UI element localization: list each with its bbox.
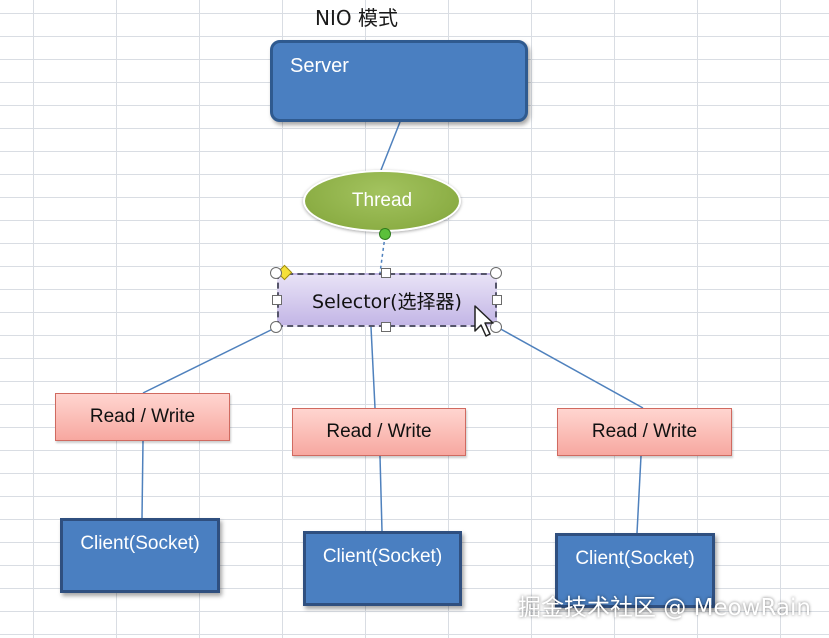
resize-handle-top-left[interactable] — [270, 267, 282, 279]
diagram-title: NIO 模式 — [315, 6, 398, 30]
watermark: 掘金技术社区 @ MeowRain — [517, 595, 811, 621]
selector-node[interactable]: Selector(选择器) — [277, 273, 497, 327]
read-write-node-2[interactable]: Read / Write — [292, 408, 466, 456]
client-socket-node-2[interactable]: Client(Socket) — [303, 531, 462, 606]
thread-node[interactable]: Thread — [303, 170, 461, 232]
resize-handle-bottom[interactable] — [381, 322, 391, 332]
resize-handle-top-right[interactable] — [490, 267, 502, 279]
resize-handle-bottom-left[interactable] — [270, 321, 282, 333]
selector-readwrite-1-connector — [142, 326, 278, 394]
rotate-handle[interactable] — [379, 228, 391, 240]
read-write-node-1[interactable]: Read / Write — [55, 393, 230, 441]
client-socket-node-3[interactable]: Client(Socket) — [555, 533, 715, 608]
selector-label: Selector(选择器) — [312, 290, 462, 313]
resize-handle-right[interactable] — [492, 295, 502, 305]
readwrite-client-2-connector — [379, 455, 383, 532]
thread-selector-connector — [379, 235, 386, 274]
client-label-3: Client(Socket) — [575, 548, 695, 569]
selector-readwrite-3-connector — [496, 326, 644, 409]
read-write-label-3: Read / Write — [591, 421, 698, 442]
readwrite-client-3-connector — [636, 455, 642, 534]
resize-handle-left[interactable] — [272, 295, 282, 305]
selector-readwrite-2-connector — [370, 326, 376, 409]
read-write-label-2: Read / Write — [326, 421, 432, 442]
client-label-2: Client(Socket) — [322, 546, 443, 567]
thread-label: Thread — [351, 190, 413, 211]
readwrite-client-1-connector — [141, 440, 144, 519]
resize-handle-bottom-right[interactable] — [490, 321, 502, 333]
mouse-cursor-icon — [474, 305, 494, 337]
client-socket-node-1[interactable]: Client(Socket) — [60, 518, 220, 593]
resize-handle-top[interactable] — [381, 268, 391, 278]
read-write-node-3[interactable]: Read / Write — [557, 408, 732, 456]
client-label-1: Client(Socket) — [80, 533, 200, 554]
server-node[interactable]: Server — [270, 40, 528, 122]
read-write-label-1: Read / Write — [89, 406, 196, 427]
server-thread-connector — [380, 121, 401, 171]
server-label: Server — [290, 55, 349, 77]
